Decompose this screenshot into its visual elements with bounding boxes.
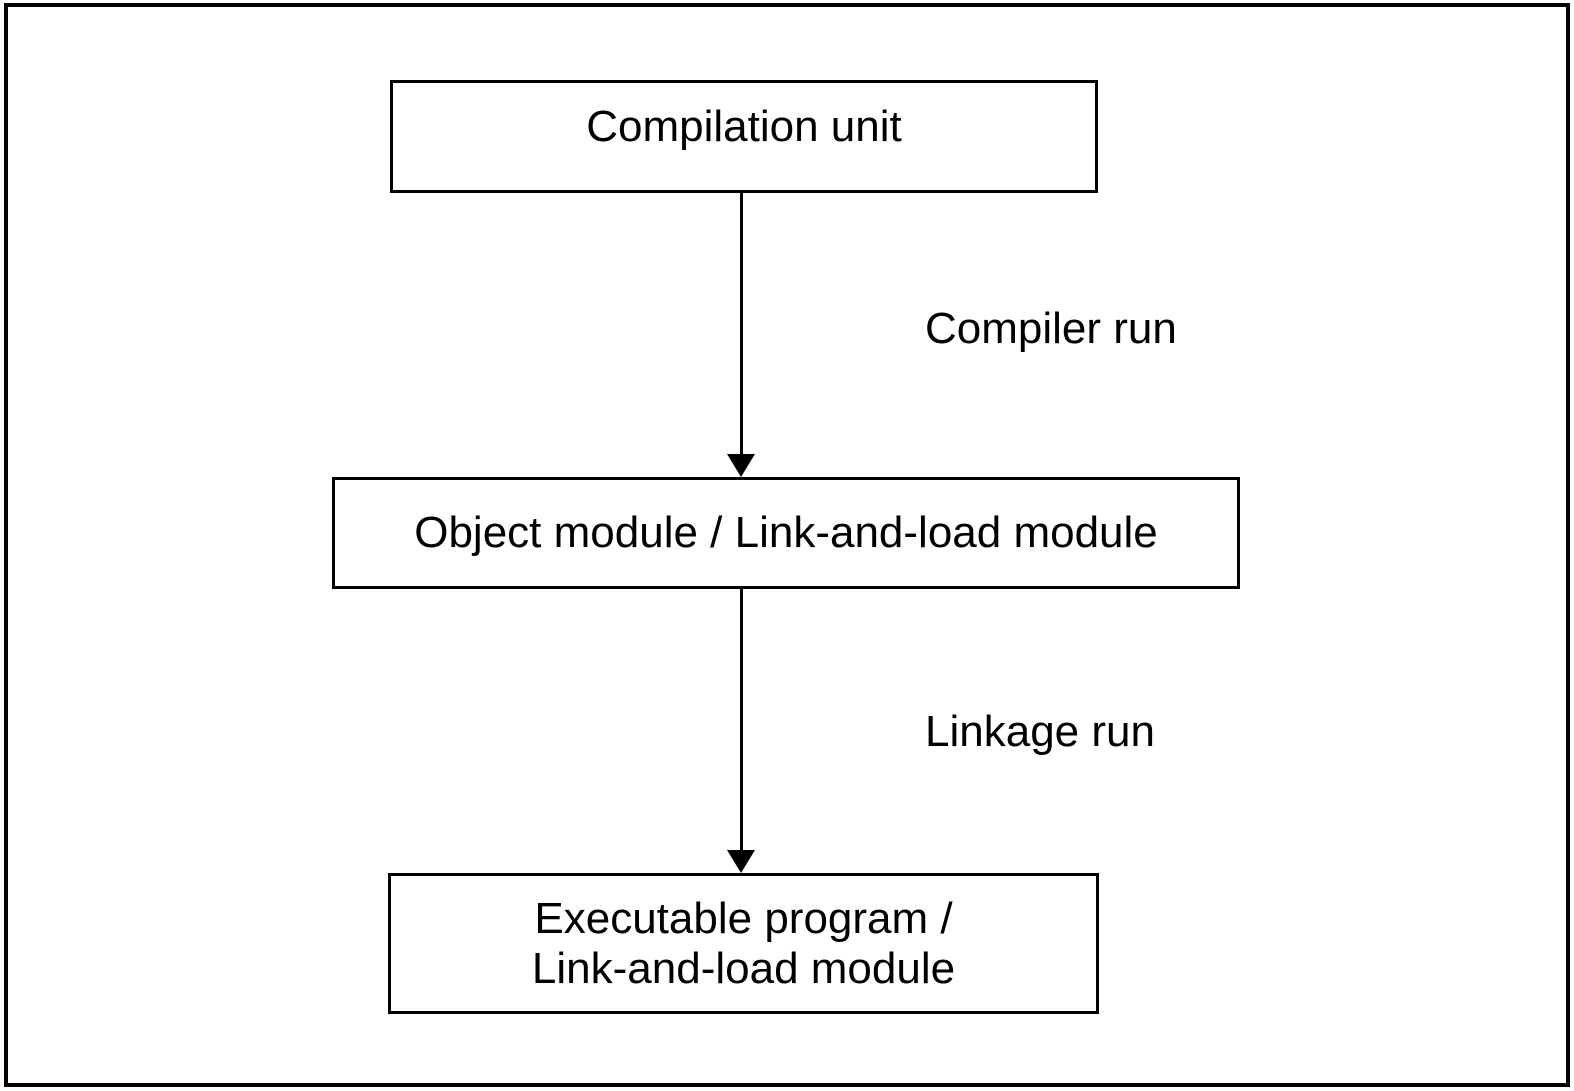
node-executable-program-line2: Link-and-load module [531, 943, 956, 993]
node-object-module: Object module / Link-and-load module [332, 477, 1240, 589]
node-compilation-unit-label: Compilation unit [586, 101, 902, 151]
arrow-down-icon [727, 850, 755, 873]
edge-linkage-run-label: Linkage run [925, 707, 1155, 756]
edge-compiler-run-line [740, 193, 743, 454]
edge-linkage-run-line [740, 589, 743, 850]
edge-compiler-run-label: Compiler run [925, 304, 1177, 353]
node-compilation-unit: Compilation unit [390, 80, 1098, 193]
arrow-down-icon [727, 454, 755, 477]
node-executable-program-line1: Executable program / [534, 894, 953, 944]
node-executable-program-label: Executable program / Link-and-load modul… [532, 894, 955, 993]
node-object-module-label: Object module / Link-and-load module [414, 508, 1158, 558]
node-executable-program: Executable program / Link-and-load modul… [388, 873, 1099, 1014]
